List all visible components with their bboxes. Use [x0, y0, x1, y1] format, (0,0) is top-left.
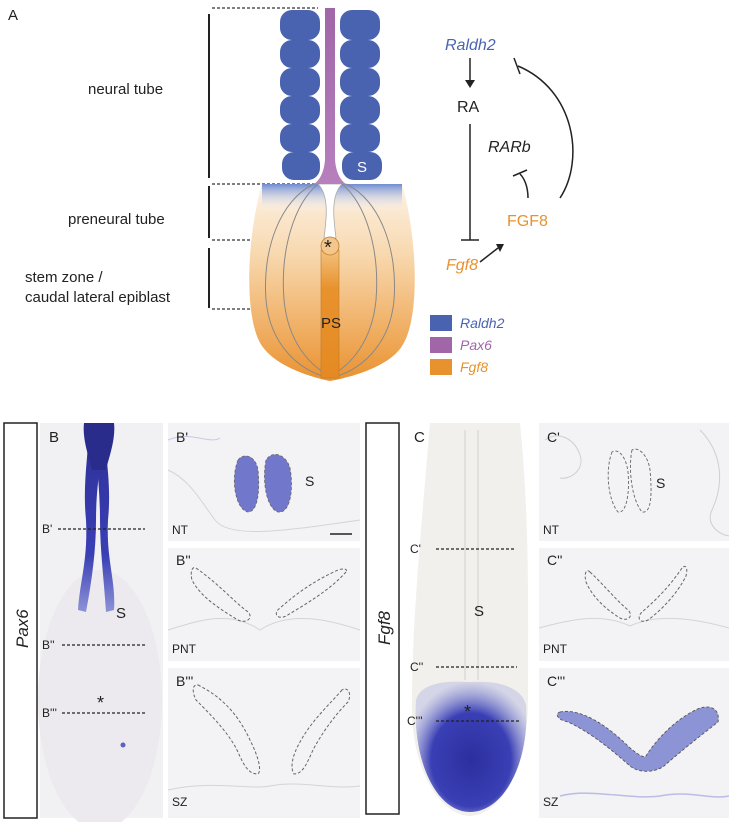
panel-b-line-2: B'' [42, 638, 55, 652]
panel-c3-tag: SZ [543, 795, 558, 809]
legend-label-fgf8: Fgf8 [460, 359, 488, 375]
panel-c-letter: C [414, 429, 425, 446]
neural-tube-pax6 [314, 8, 346, 184]
panel-b3-section [167, 668, 361, 818]
neural-tube-label: neural tube [88, 81, 163, 98]
panel-b2-section [167, 548, 361, 661]
panel-b-section-lines [58, 528, 145, 714]
panel-c3-letter: C''' [547, 673, 565, 689]
caudal-lateral-epiblast-label-text: caudal lateral epiblast [25, 289, 171, 306]
node [320, 236, 340, 256]
panel-c-node: * [464, 702, 471, 722]
primitive-streak [320, 249, 340, 379]
somite-label: S [357, 159, 367, 176]
panel-b-line-3: B''' [42, 706, 57, 720]
panel-b1-tag: NT [172, 523, 189, 537]
panel-c1-section [539, 423, 730, 541]
panel-b2-letter: B'' [176, 552, 191, 568]
embryo-schematic [249, 8, 415, 381]
panel-c1-somite: S [656, 475, 665, 491]
panel-c1-tag: NT [543, 523, 560, 537]
pax6-label-box [3, 422, 38, 819]
panel-c2-section [538, 548, 730, 661]
panel-c-line-1: C' [410, 542, 421, 556]
legend: Raldh2 Pax6 Fgf8 [430, 315, 505, 375]
panel-c2-letter: C'' [547, 552, 562, 568]
panel-b-letter: B [49, 429, 59, 446]
panel-c3-section [539, 668, 730, 818]
node-asterisk: * [324, 237, 332, 259]
somites [280, 10, 382, 180]
ra-label: RA [457, 99, 480, 116]
panel-b-somite: S [116, 605, 126, 622]
panel-b1-section [167, 423, 361, 541]
panel-c-section-lines [436, 548, 521, 722]
panel-c2-tag: PNT [543, 642, 568, 656]
fgf8-gene: Fgf8 [446, 257, 478, 274]
panel-b2-tag: PNT [172, 642, 197, 656]
panel-b3-letter: B''' [176, 673, 193, 689]
panel-b-wholemount [38, 423, 163, 822]
ps-label: PS [321, 315, 341, 332]
fgf8-protein: FGF8 [507, 213, 548, 230]
fgf8-side-label: Fgf8 [375, 610, 394, 645]
panel-c1-letter: C' [547, 429, 560, 445]
stem-zone-label: stem zone / [25, 269, 103, 286]
panel-a-letter: A [8, 7, 18, 24]
signaling-pathway: Raldh2 RA Fgf8 FGF8 RARb [445, 37, 574, 274]
panel-c-wholemount [405, 423, 534, 818]
panel-c-somite: S [474, 603, 484, 620]
raldh2-gene: Raldh2 [445, 37, 496, 54]
legend-label-pax6: Pax6 [460, 337, 492, 353]
panel-c-line-2: C'' [410, 660, 423, 674]
rarb-label: RARb [488, 139, 531, 156]
pax6-side-label: Pax6 [13, 609, 32, 648]
panel-b-line-1: B' [42, 522, 52, 536]
legend-swatch-raldh2 [430, 315, 452, 331]
panel-c-line-3: C''' [407, 714, 423, 728]
legend-label-raldh2: Raldh2 [460, 315, 505, 331]
panel-b-node: * [97, 693, 104, 713]
preneural-tube-label: preneural tube [68, 211, 165, 228]
legend-swatch-fgf8 [430, 359, 452, 375]
legend-swatch-pax6 [430, 337, 452, 353]
fgf8-label-box [365, 422, 400, 815]
panel-b1-somite: S [305, 473, 314, 489]
panel-b3-tag: SZ [172, 795, 187, 809]
panel-b1-letter: B' [176, 429, 188, 445]
